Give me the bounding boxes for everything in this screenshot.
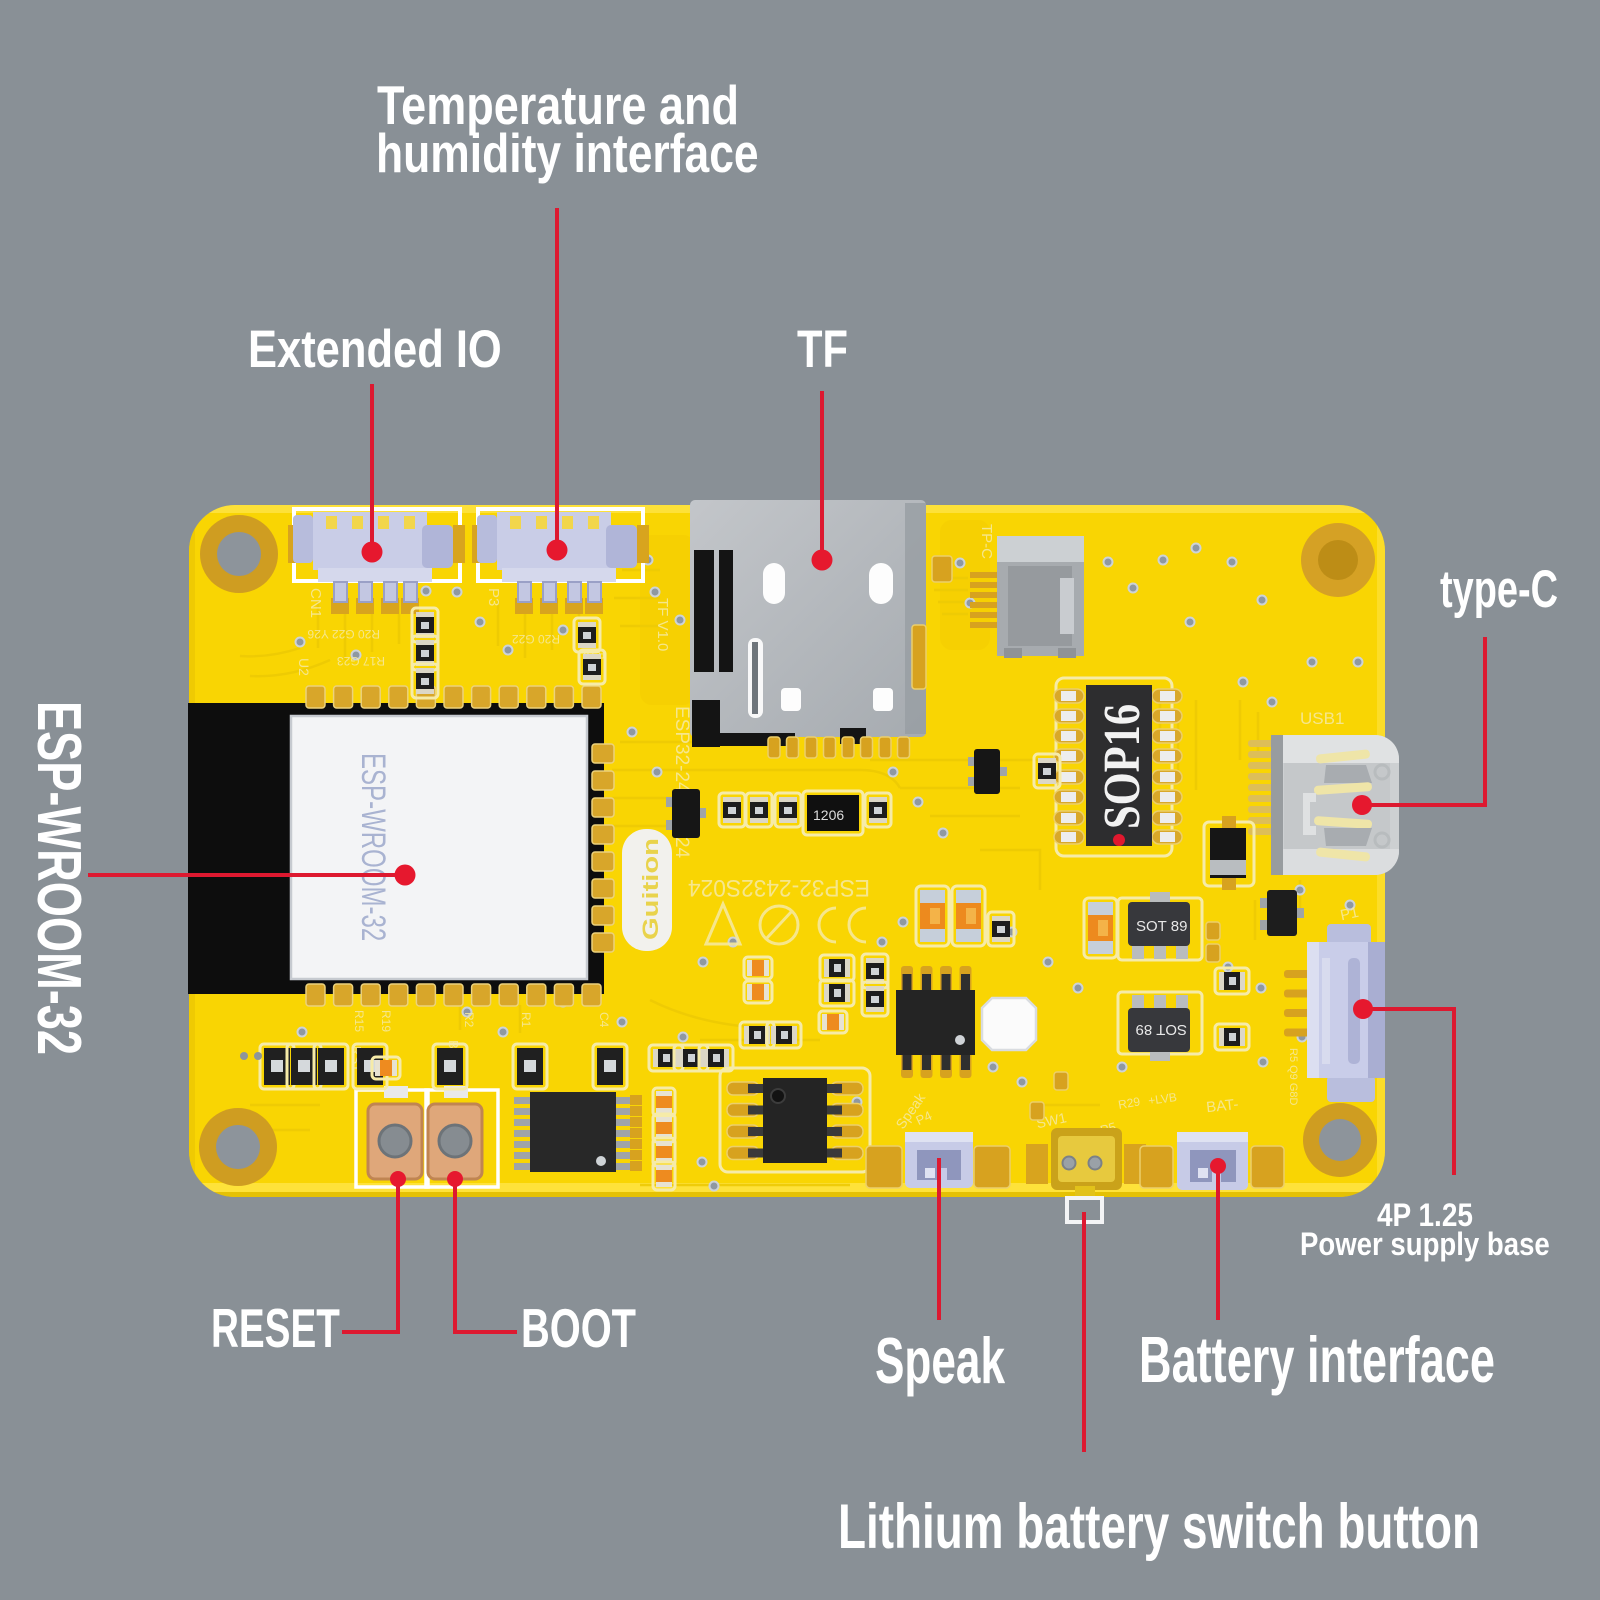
- svg-text:+LVB: +LVB: [1147, 1090, 1177, 1108]
- svg-text:CN1: CN1: [307, 588, 324, 618]
- svg-text:ESP32-2432S024: ESP32-2432S024: [688, 874, 870, 901]
- svg-text:P4: P4: [913, 1108, 934, 1128]
- svg-text:ESP-WROOM-32: ESP-WROOM-32: [24, 701, 93, 1055]
- svg-text:Guition: Guition: [638, 838, 663, 940]
- svg-text:C4: C4: [597, 1012, 611, 1028]
- svg-text:R17 G23: R17 G23: [337, 654, 385, 668]
- svg-text:USB1: USB1: [1300, 709, 1344, 728]
- svg-text:SOP16: SOP16: [1094, 704, 1151, 829]
- svg-text:SOT 89: SOT 89: [1136, 918, 1187, 935]
- svg-text:R19: R19: [379, 1010, 393, 1032]
- svg-text:BOOT: BOOT: [521, 1299, 636, 1360]
- svg-text:humidity interface: humidity interface: [376, 122, 759, 184]
- svg-text:TP-C: TP-C: [978, 524, 995, 559]
- svg-text:ESP-WROOM-32: ESP-WROOM-32: [354, 753, 392, 941]
- svg-text:P3: P3: [485, 588, 502, 606]
- svg-text:Battery interface: Battery interface: [1139, 1323, 1495, 1396]
- svg-text:type-C: type-C: [1440, 559, 1558, 619]
- svg-text:SOT 89: SOT 89: [1136, 1021, 1187, 1038]
- svg-text:1206: 1206: [813, 807, 844, 823]
- svg-text:P1: P1: [1339, 904, 1360, 924]
- svg-text:R1: R1: [519, 1012, 533, 1028]
- svg-text:R15: R15: [352, 1010, 366, 1032]
- svg-text:Speak: Speak: [875, 1325, 1005, 1398]
- svg-text:R20 G22 Y26: R20 G22 Y26: [307, 627, 380, 641]
- svg-text:4P 1.25: 4P 1.25: [1377, 1198, 1473, 1233]
- svg-text:Extended IO: Extended IO: [248, 320, 502, 379]
- svg-text:RESET: RESET: [211, 1298, 340, 1359]
- svg-text:R29: R29: [1117, 1094, 1141, 1112]
- svg-text:TF V1.0: TF V1.0: [654, 598, 671, 651]
- svg-text:Power supply base: Power supply base: [1300, 1227, 1550, 1262]
- svg-text:Temperature and: Temperature and: [377, 75, 739, 136]
- svg-text:R20 G22: R20 G22: [512, 632, 560, 646]
- svg-text:R2: R2: [462, 1012, 476, 1028]
- svg-text:TF: TF: [797, 320, 848, 379]
- svg-text:U2: U2: [296, 658, 312, 676]
- svg-text:Lithium battery switch button: Lithium battery switch button: [838, 1491, 1480, 1562]
- svg-text:R5 Q9 G8D: R5 Q9 G8D: [1287, 1048, 1299, 1106]
- svg-text:BAT-: BAT-: [1205, 1096, 1239, 1116]
